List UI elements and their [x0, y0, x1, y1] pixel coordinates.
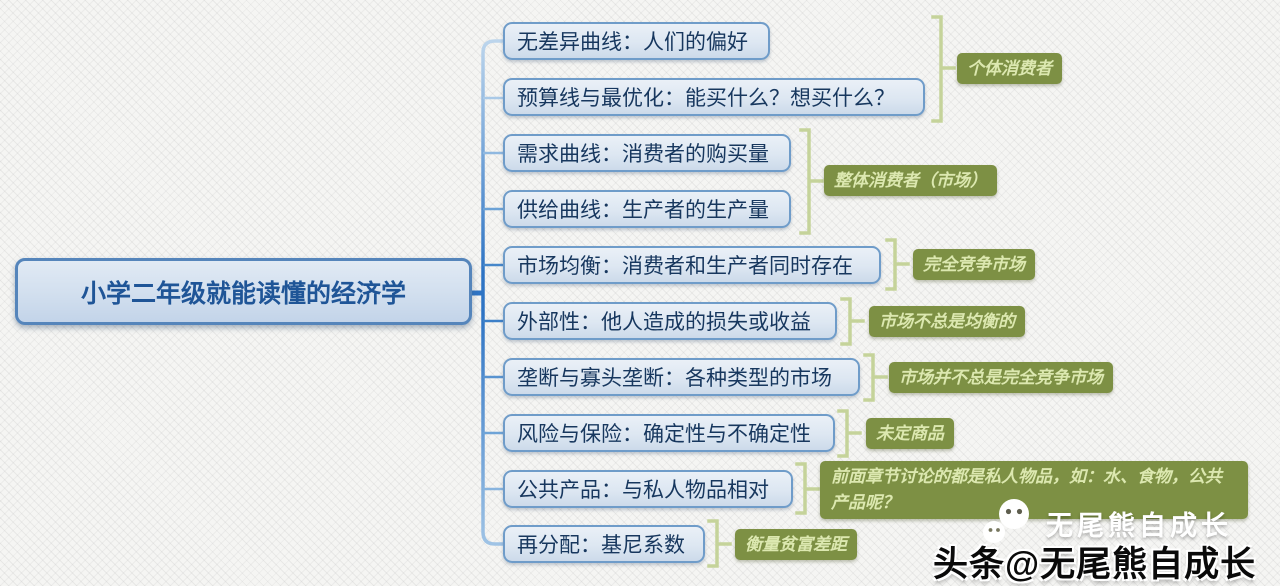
bracket-icon — [863, 353, 888, 402]
bracket-icon — [840, 297, 865, 346]
topic-node-1[interactable]: 无差异曲线：人们的偏好 — [503, 22, 770, 60]
watermark-byline: 无尾熊自成长 — [1046, 511, 1232, 541]
topic-label: 预算线与最优化：能买什么？想买什么？ — [517, 87, 895, 110]
bracket-icon — [707, 519, 732, 568]
topic-label: 垄断与寡头垄断：各种类型的市场 — [517, 367, 832, 390]
annotation-note-1[interactable]: 个体消费者 — [957, 53, 1062, 84]
annotation-note-8[interactable]: 衡量贫富差距 — [735, 529, 857, 560]
root-topic-node[interactable]: 小学二年级就能读懂的经济学 — [15, 258, 472, 325]
annotation-note-2[interactable]: 整体消费者（市场） — [824, 165, 997, 196]
watermark-credit: 头条@无尾熊自成长 — [933, 545, 1257, 584]
bracket-icon — [837, 409, 862, 458]
topic-node-3[interactable]: 需求曲线：消费者的购买量 — [503, 134, 791, 172]
annotation-note-7[interactable]: 前面章节讨论的都是私人物品，如：水、食物，公共产品呢？ — [820, 461, 1248, 519]
topic-node-4[interactable]: 供给曲线：生产者的生产量 — [503, 190, 791, 228]
topic-node-7[interactable]: 垄断与寡头垄断：各种类型的市场 — [503, 358, 860, 396]
topic-node-10[interactable]: 再分配：基尼系数 — [503, 525, 705, 563]
topic-node-6[interactable]: 外部性：他人造成的损失或收益 — [503, 302, 837, 340]
bracket-icon — [799, 128, 824, 235]
annotation-note-6[interactable]: 未定商品 — [866, 418, 954, 449]
topic-label: 再分配：基尼系数 — [517, 534, 685, 557]
topic-label: 公共产品：与私人物品相对 — [517, 479, 769, 502]
topic-label: 市场均衡：消费者和生产者同时存在 — [517, 255, 853, 278]
topic-node-5[interactable]: 市场均衡：消费者和生产者同时存在 — [503, 246, 881, 284]
bracket-icon — [885, 238, 910, 291]
trunk-line — [481, 39, 503, 546]
topic-node-2[interactable]: 预算线与最优化：能买什么？想买什么？ — [503, 78, 925, 116]
topic-node-8[interactable]: 风险与保险：确定性与不确定性 — [503, 414, 835, 452]
topic-label: 外部性：他人造成的损失或收益 — [517, 311, 811, 334]
bracket-icon — [795, 462, 820, 515]
bracket-icon — [931, 15, 956, 123]
root-topic-label: 小学二年级就能读懂的经济学 — [80, 279, 406, 308]
topic-label: 需求曲线：消费者的购买量 — [517, 143, 769, 166]
annotation-note-3[interactable]: 完全竞争市场 — [913, 249, 1035, 280]
topic-node-9[interactable]: 公共产品：与私人物品相对 — [503, 470, 793, 508]
annotation-note-4[interactable]: 市场不总是均衡的 — [869, 306, 1025, 337]
annotation-note-5[interactable]: 市场并不总是完全竞争市场 — [889, 362, 1113, 393]
topic-label: 供给曲线：生产者的生产量 — [517, 199, 769, 222]
koala-icon — [976, 494, 1038, 555]
topic-label: 风险与保险：确定性与不确定性 — [517, 423, 811, 446]
topic-label: 无差异曲线：人们的偏好 — [517, 31, 748, 54]
